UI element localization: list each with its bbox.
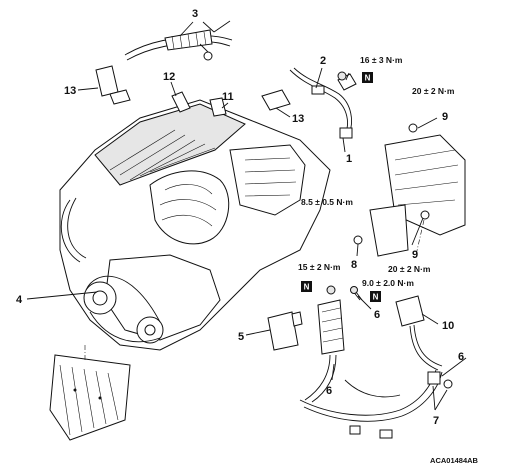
hose-part-13: [95, 65, 131, 105]
n-badge-2: [301, 281, 312, 292]
callout-13-b: 13: [292, 113, 304, 125]
torque-20-top: 20 ± 2 N·m: [412, 86, 455, 96]
callout-13: 13: [64, 85, 76, 97]
n-badge-3: [370, 291, 381, 302]
callout-3: 3: [192, 8, 198, 20]
callout-5: 5: [238, 331, 244, 343]
torque-20-bottom: 20 ± 2 N·m: [388, 264, 431, 274]
svg-text:N: N: [304, 283, 310, 292]
torque-8-5: 8.5 ± 0.5 N·m: [301, 197, 353, 207]
callout-11: 11: [222, 91, 234, 103]
bracket-part-5: [267, 311, 303, 351]
main-harness-part-6-7-10: [299, 289, 453, 439]
callout-4: 4: [16, 294, 23, 306]
engine-assembly: [59, 99, 331, 351]
callout-6-a: 6: [374, 309, 380, 321]
sensor-tube-part-1-2: [289, 67, 357, 139]
bracket-part-8-9: [353, 123, 466, 257]
harness-top-part-3: [124, 29, 233, 61]
callout-8: 8: [351, 259, 357, 271]
torque-16: 16 ± 3 N·m: [360, 55, 403, 65]
torque-15: 15 ± 2 N·m: [298, 262, 341, 272]
svg-text:N: N: [373, 293, 379, 302]
n-badge-1: [362, 72, 373, 83]
svg-text:N: N: [365, 74, 371, 83]
callout-labels: 3 13 12 11 13 2 1 9 8 9 4 5 6 6 6 10 7: [16, 8, 464, 427]
callout-6-b: 6: [326, 385, 332, 397]
callout-1: 1: [346, 153, 352, 165]
callout-6-c: 6: [458, 351, 464, 363]
fastener-nuts: [326, 71, 358, 295]
callout-2: 2: [320, 55, 326, 67]
figure-id: ACA01484AB: [430, 456, 479, 465]
callout-12: 12: [163, 71, 175, 83]
callout-9-bottom: 9: [412, 249, 418, 261]
callout-7: 7: [433, 415, 439, 427]
torque-9-0: 9.0 ± 2.0 N·m: [362, 278, 414, 288]
n-badges: N N N: [301, 72, 381, 302]
connectors-part-11-12: [171, 89, 291, 117]
leader-lines: [26, 20, 467, 411]
callout-9-top: 9: [442, 111, 448, 123]
frame-member: [49, 345, 131, 441]
torque-labels: 16 ± 3 N·m 20 ± 2 N·m 8.5 ± 0.5 N·m 20 ±…: [298, 55, 455, 288]
callout-10: 10: [442, 320, 454, 332]
